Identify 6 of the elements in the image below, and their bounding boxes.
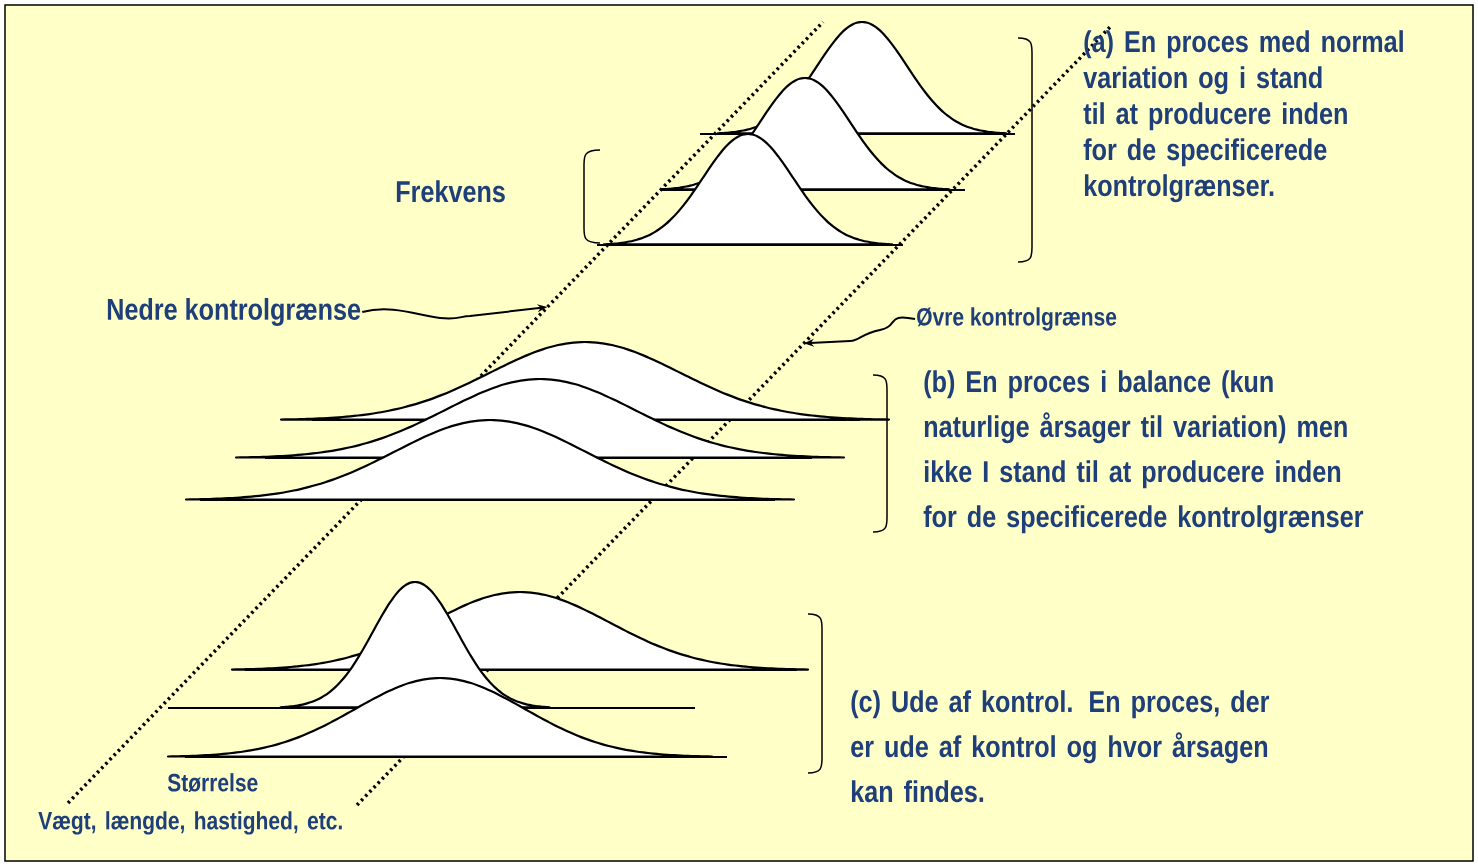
axis-label: Vægt, længde, hastighed, etc. bbox=[38, 811, 342, 835]
description-text: (a) En proces med normal variation og i stand til at producere inden for de specificerede kontrolgrænser. bbox=[1083, 30, 1403, 203]
axis-label: Størrelse bbox=[167, 773, 258, 792]
axis-label: Frekvens bbox=[396, 180, 505, 203]
description-text: (b) En proces i balance (kun naturlige årsager til variation) men ikke I stand til at producere inden for de specificerede kontrolgrænser bbox=[923, 370, 1364, 534]
description-text: (c) Ude af kontrol. En proces, der er ude af kontrol og hvor årsagen kan findes. bbox=[851, 690, 1270, 803]
